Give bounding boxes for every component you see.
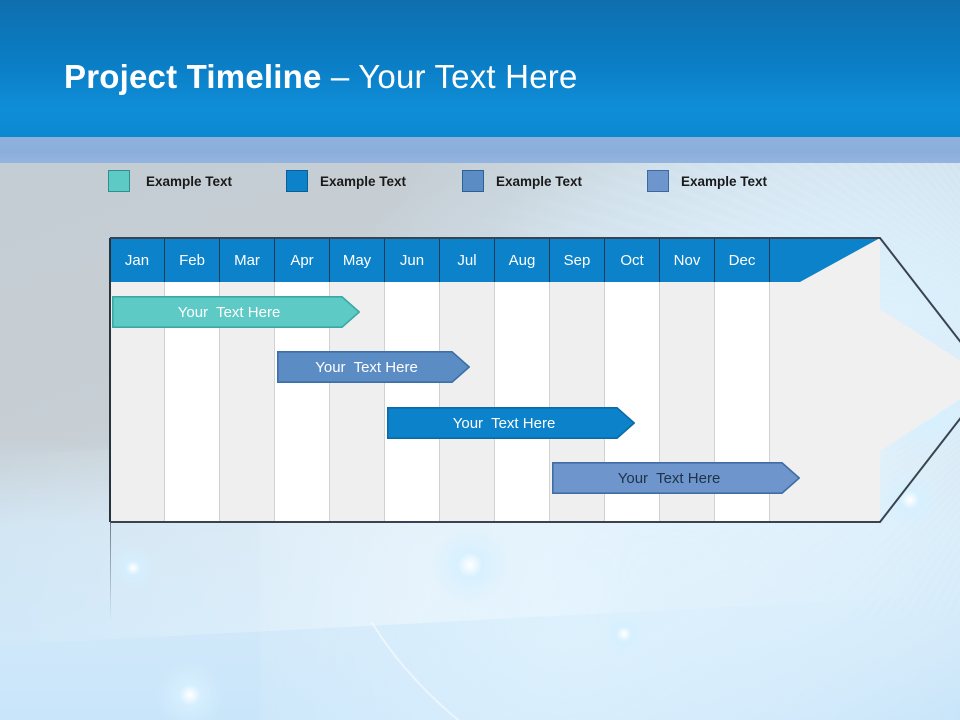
chart-left-border bbox=[109, 238, 111, 522]
legend: Example Text Example Text Example Text E… bbox=[108, 168, 868, 198]
chart-bottom-border bbox=[110, 521, 770, 523]
legend-label: Example Text bbox=[146, 173, 233, 189]
legend-item[interactable]: Example Text bbox=[108, 168, 232, 194]
timeline-bar-label: Your Text Here bbox=[315, 358, 418, 376]
page-title-light: – Your Text Here bbox=[321, 58, 578, 95]
legend-label: Example Text bbox=[681, 173, 768, 189]
timeline-bar[interactable]: Your Text Here bbox=[277, 351, 470, 383]
legend-item[interactable]: Example Text bbox=[647, 168, 767, 194]
legend-label: Example Text bbox=[320, 173, 407, 189]
page-title: Project Timeline – Your Text Here bbox=[64, 58, 578, 96]
background-spark bbox=[155, 660, 225, 720]
background-spark bbox=[430, 525, 510, 605]
legend-swatch-icon bbox=[647, 170, 669, 192]
timeline-bar[interactable]: Your Text Here bbox=[552, 462, 800, 494]
timeline-bar[interactable]: Your Text Here bbox=[112, 296, 360, 328]
timeline-bar-label: Your Text Here bbox=[452, 414, 556, 432]
title-bar bbox=[0, 0, 960, 137]
legend-swatch-icon bbox=[462, 170, 484, 192]
timeline-bar-label: Your Text Here bbox=[177, 303, 281, 321]
legend-item[interactable]: Example Text bbox=[462, 168, 582, 194]
chart-drop-guide bbox=[110, 522, 111, 622]
accent-band bbox=[0, 137, 960, 163]
legend-label: Example Text bbox=[496, 173, 583, 189]
legend-item[interactable]: Example Text bbox=[286, 168, 406, 194]
timeline-bar-label: Your Text Here bbox=[617, 469, 721, 487]
legend-swatch-icon bbox=[286, 170, 308, 192]
background-spark bbox=[880, 470, 940, 530]
page-title-strong: Project Timeline bbox=[64, 58, 322, 95]
background-spark bbox=[110, 545, 156, 591]
timeline-bar[interactable]: Your Text Here bbox=[387, 407, 635, 439]
background-spark bbox=[600, 610, 648, 658]
legend-swatch-icon bbox=[108, 170, 130, 192]
